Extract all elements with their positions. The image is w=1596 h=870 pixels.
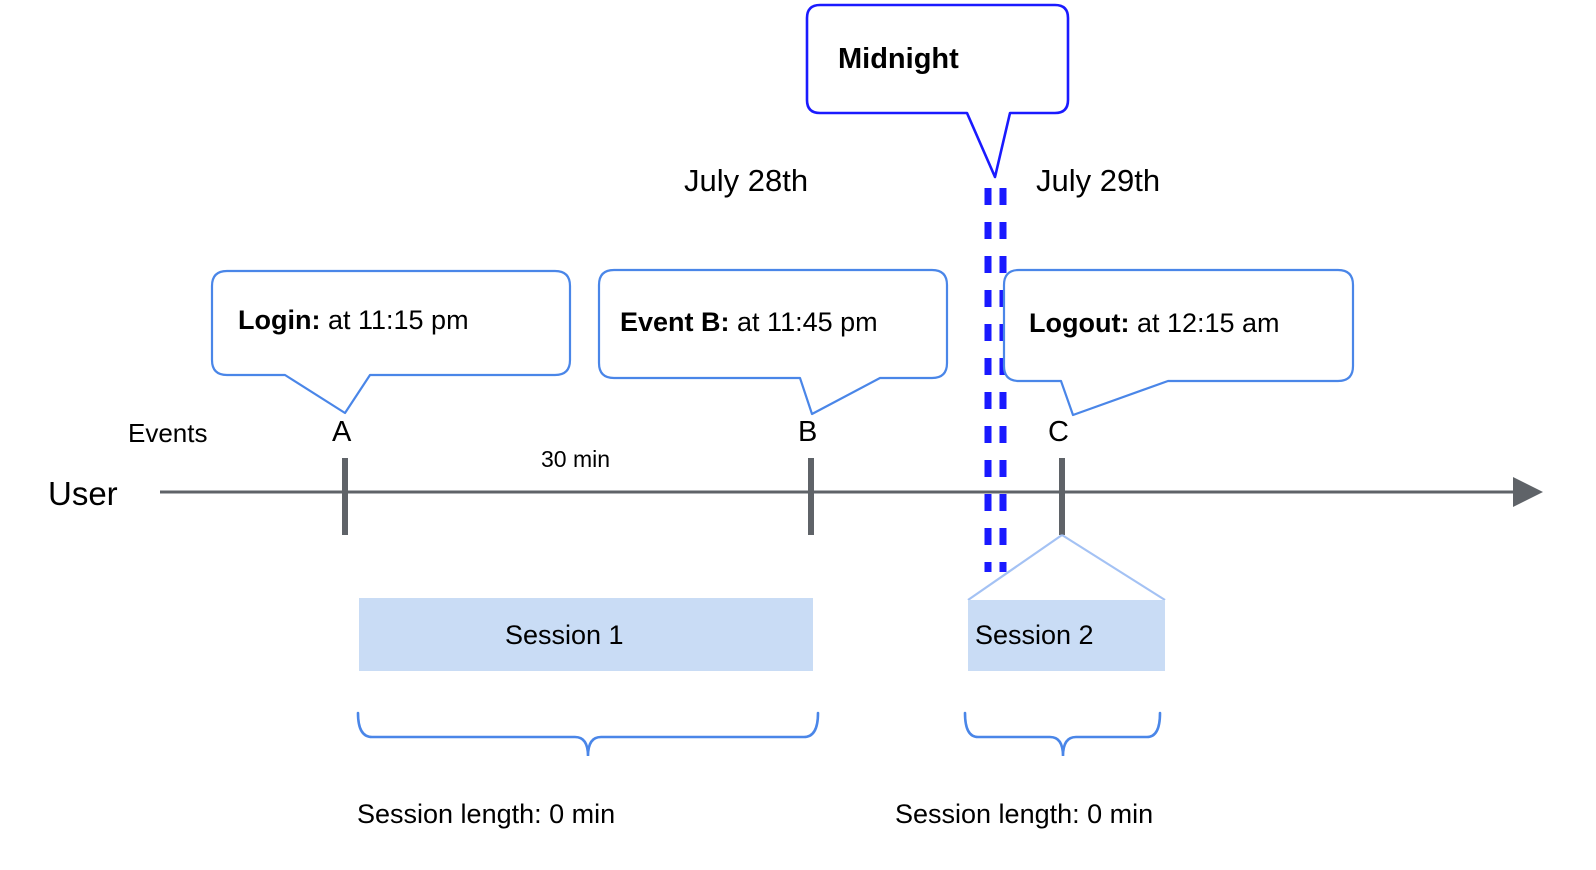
session-2-label: Session 2 bbox=[975, 620, 1094, 650]
tick-letter-c: C bbox=[1048, 416, 1069, 448]
logout-callout-bold: Logout: bbox=[1029, 308, 1130, 338]
login-callout-bold: Login: bbox=[238, 305, 321, 335]
eventb-callout-text: Event B: at 11:45 pm bbox=[620, 309, 878, 336]
session-2-connector bbox=[967, 534, 1166, 601]
eventb-callout-rest: at 11:45 pm bbox=[729, 307, 878, 337]
session-1-box bbox=[359, 598, 813, 671]
session-2-box bbox=[968, 600, 1165, 671]
logout-callout-rest: at 12:15 am bbox=[1129, 308, 1280, 338]
session-1-length-label: Session length: 0 min bbox=[357, 799, 616, 829]
login-callout-shape bbox=[210, 269, 572, 415]
login-callout-rest: at 11:15 pm bbox=[320, 305, 469, 335]
user-row-label: User bbox=[48, 475, 118, 512]
session-1-brace bbox=[356, 711, 820, 757]
midnight-callout-shape bbox=[805, 3, 1070, 179]
tick-letter-b: B bbox=[798, 416, 818, 448]
tick-letter-a: A bbox=[332, 416, 352, 448]
midnight-dashed-lines bbox=[984, 188, 1007, 572]
events-row-label: Events bbox=[128, 418, 208, 448]
session-1-label: Session 1 bbox=[505, 620, 624, 650]
eventb-callout-bold: Event B: bbox=[620, 307, 730, 337]
logout-callout-shape bbox=[1002, 268, 1355, 417]
session-2-brace bbox=[963, 711, 1162, 757]
midnight-label: Midnight bbox=[838, 43, 959, 75]
eventb-callout-shape bbox=[597, 268, 949, 416]
logout-callout-text: Logout: at 12:15 am bbox=[1029, 310, 1280, 337]
session-2-length-label: Session length: 0 min bbox=[895, 799, 1154, 829]
gap-label-30min: 30 min bbox=[541, 446, 611, 472]
date-label-left: July 28th bbox=[684, 163, 809, 198]
date-label-right: July 29th bbox=[1036, 163, 1161, 198]
login-callout-text: Login: at 11:15 pm bbox=[238, 307, 469, 334]
